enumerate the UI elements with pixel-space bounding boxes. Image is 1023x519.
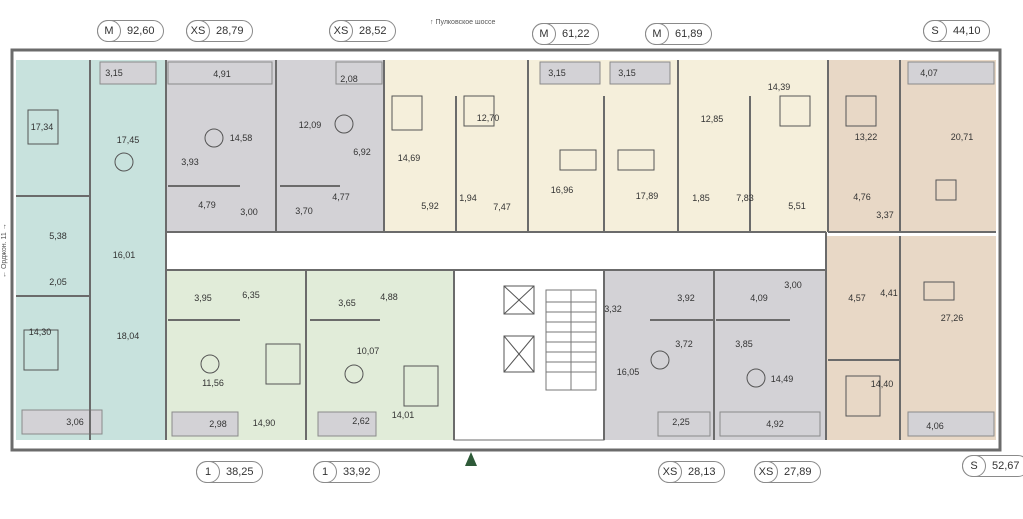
room-area: 14,69 — [397, 153, 421, 163]
room-area: 3,72 — [675, 339, 693, 349]
room-area: 4,91 — [213, 69, 231, 79]
room-area: 14,40 — [870, 379, 894, 389]
room-area: 3,15 — [105, 68, 123, 78]
staircase — [545, 289, 597, 391]
room-area: 17,89 — [635, 191, 659, 201]
side-arrow-icon: ← — [1, 269, 8, 278]
room-area: 3,92 — [677, 293, 695, 303]
room-area: 16,01 — [112, 250, 136, 260]
room-area: 12,70 — [476, 113, 500, 123]
room-area: 3,85 — [735, 339, 753, 349]
room-area: 4,07 — [920, 68, 938, 78]
room-area: 14,58 — [229, 133, 253, 143]
room-area: 13,22 — [854, 132, 878, 142]
room-area: 3,37 — [876, 210, 894, 220]
room-area: 17,45 — [116, 135, 140, 145]
room-area: 17,34 — [30, 122, 54, 132]
apartment-xs-2879[interactable] — [166, 60, 276, 232]
room-area: 3,93 — [181, 157, 199, 167]
room-area: 5,51 — [788, 201, 806, 211]
room-area: 3,00 — [240, 207, 258, 217]
room-area: 7,83 — [736, 193, 754, 203]
room-area: 3,15 — [618, 68, 636, 78]
room-area: 6,35 — [242, 290, 260, 300]
room-area: 14,30 — [28, 327, 52, 337]
room-area: 2,62 — [352, 416, 370, 426]
room-area: 3,32 — [604, 304, 622, 314]
room-area: 2,98 — [209, 419, 227, 429]
furniture — [23, 95, 957, 417]
room-area: 4,77 — [332, 192, 350, 202]
north-arrow-icon: ↑ — [430, 19, 436, 26]
room-area: 4,76 — [853, 192, 871, 202]
room-area: 1,94 — [459, 193, 477, 203]
room-area: 2,08 — [340, 74, 358, 84]
corridor — [166, 232, 826, 270]
room-area: 27,26 — [940, 313, 964, 323]
room-area: 4,06 — [926, 421, 944, 431]
room-area: 5,38 — [49, 231, 67, 241]
room-area: 1,85 — [692, 193, 710, 203]
side-street-label: ← Орджон. 11 → — [1, 223, 8, 278]
elevator-1 — [503, 285, 535, 315]
room-area: 4,88 — [380, 292, 398, 302]
apartment-s-4410[interactable] — [828, 60, 996, 232]
room-area: 4,09 — [750, 293, 768, 303]
room-area: 3,95 — [194, 293, 212, 303]
room-area: 3,65 — [338, 298, 356, 308]
room-area: 4,79 — [198, 200, 216, 210]
entrance-arrow-icon — [465, 452, 477, 466]
room-area: 14,49 — [770, 374, 794, 384]
room-area: 4,41 — [880, 288, 898, 298]
room-area: 12,85 — [700, 114, 724, 124]
room-area: 4,92 — [766, 419, 784, 429]
room-area: 7,47 — [493, 202, 511, 212]
top-street-label: ↑ Пулковское шоссе — [430, 19, 496, 26]
room-area: 3,00 — [784, 280, 802, 290]
room-area: 3,15 — [548, 68, 566, 78]
room-area: 14,01 — [391, 410, 415, 420]
room-area: 16,05 — [616, 367, 640, 377]
room-area: 6,92 — [353, 147, 371, 157]
room-area: 20,71 — [950, 132, 974, 142]
balconies — [21, 61, 995, 437]
room-area: 3,70 — [295, 206, 313, 216]
apartment-m-6189[interactable] — [678, 60, 828, 232]
room-area: 14,39 — [767, 82, 791, 92]
interior-walls — [16, 60, 996, 440]
room-area: 5,92 — [421, 201, 439, 211]
room-area: 4,57 — [848, 293, 866, 303]
room-area: 12,09 — [298, 120, 322, 130]
room-area: 10,07 — [356, 346, 380, 356]
room-area: 2,25 — [672, 417, 690, 427]
room-area: 14,90 — [252, 418, 276, 428]
elevator-2 — [503, 335, 535, 373]
apartment-xs-2852[interactable] — [276, 60, 384, 232]
room-area: 2,05 — [49, 277, 67, 287]
apartment-s-5267[interactable] — [826, 236, 996, 440]
stair-core — [453, 269, 605, 441]
room-area: 11,56 — [202, 378, 224, 388]
room-area: 3,06 — [66, 417, 84, 427]
room-area: 16,96 — [550, 185, 574, 195]
room-area: 18,04 — [116, 331, 140, 341]
